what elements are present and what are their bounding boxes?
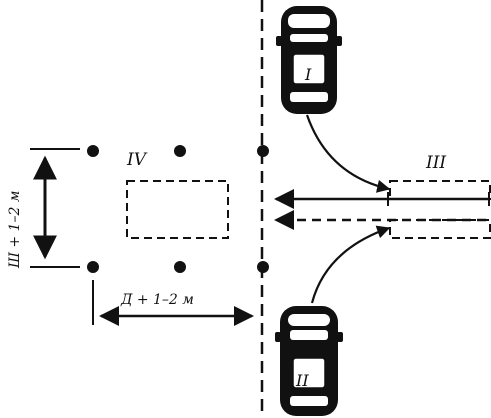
zone-iii-lane-upper [389,180,491,200]
marker-point [174,261,186,273]
zone-iv-label: IV [126,150,148,170]
car-one-label: I [304,65,312,84]
marker-point [257,261,269,273]
width-dimension [30,148,80,268]
width-dimension-label: Ш + 1–2 м [7,191,23,269]
zone-iii-lanes [389,180,491,239]
marker-point [87,145,99,157]
length-dimension [92,280,254,326]
car-two-maneuver-arrow [310,225,391,304]
marker-point [174,145,186,157]
zone-iv-box [126,180,229,239]
zone-iii-lane-lower [389,219,491,239]
marker-point [87,261,99,273]
marker-point [257,145,269,157]
marker-points [87,145,269,273]
zone-iii-label: III [425,153,446,173]
car-two [275,306,343,416]
reverse-guide-upper [274,189,490,209]
car-two-label: II [295,371,309,390]
car-one-maneuver-arrow [305,114,391,193]
length-dimension-label: Д + 1–2 м [120,292,194,308]
car-one [276,6,342,114]
